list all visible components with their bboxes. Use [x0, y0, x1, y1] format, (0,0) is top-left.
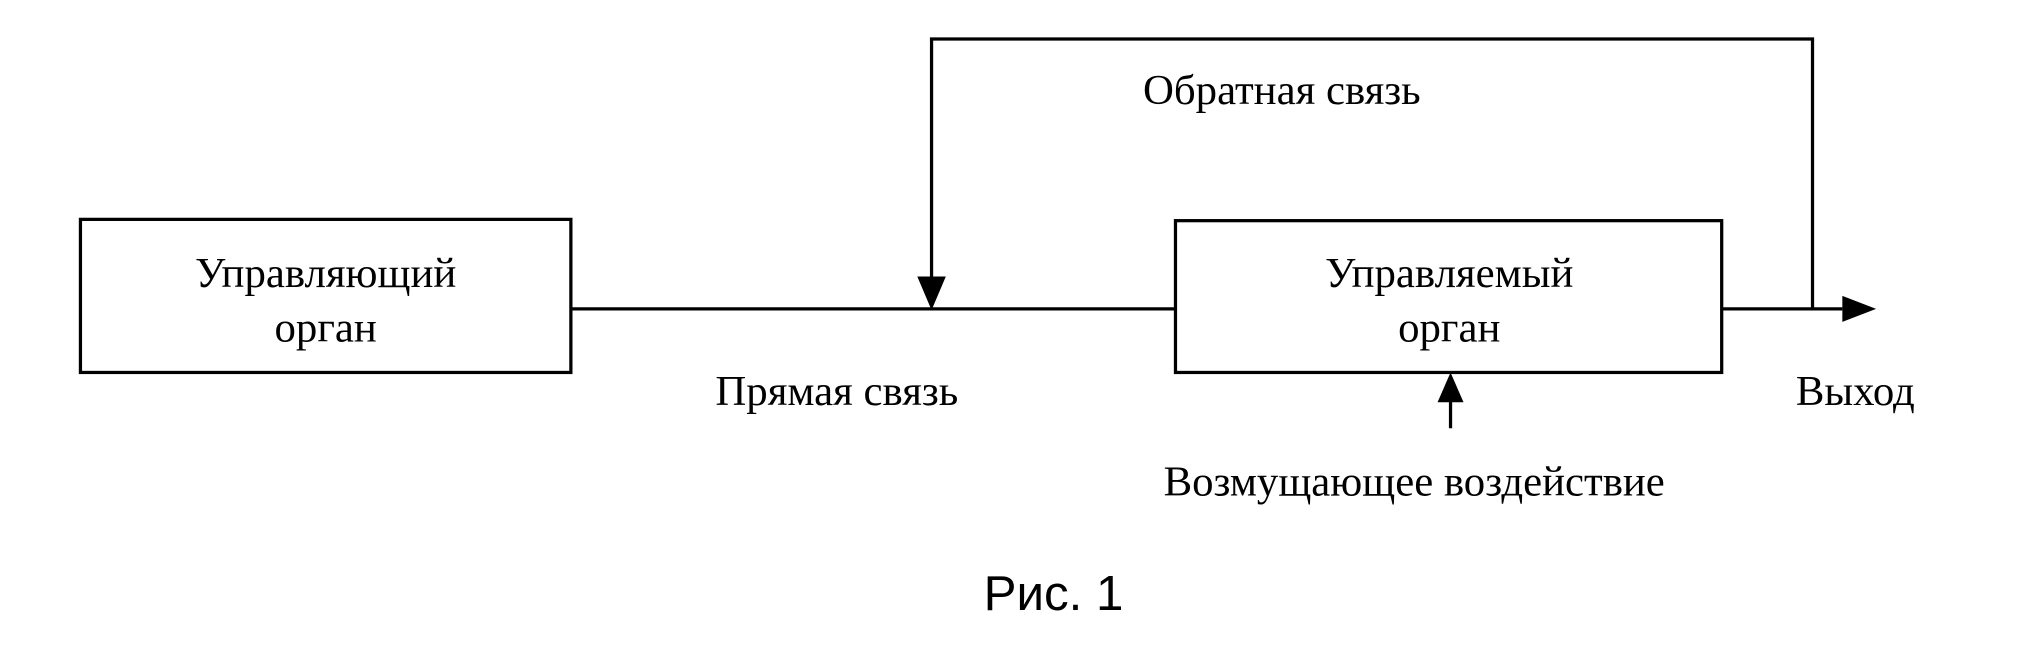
feedback-label: Обратная связь	[1143, 67, 1421, 114]
controller-label-line2: орган	[275, 304, 377, 351]
forward-link-label: Прямая связь	[715, 368, 958, 415]
controlled-block: Управляемый орган	[1173, 219, 1724, 375]
output-arrowhead-icon	[1842, 295, 1877, 322]
disturbance-arrowhead-icon	[1437, 372, 1464, 403]
disturbance-label: Возмущающее воздействие	[1164, 459, 1665, 506]
output-label: Выход	[1796, 368, 1915, 415]
feedback-loop	[917, 37, 1815, 311]
disturbance-arrow	[1437, 372, 1464, 429]
controlled-label-line2: орган	[1398, 304, 1500, 351]
feedback-arrowhead-icon	[917, 276, 946, 311]
controller-block: Управляющий орган	[78, 217, 573, 375]
figure-caption: Рис. 1	[984, 566, 1124, 621]
controller-label-line1: Управляющий	[195, 250, 456, 297]
controlled-label-line1: Управляемый	[1325, 250, 1573, 297]
output-arrow	[1721, 295, 1877, 322]
